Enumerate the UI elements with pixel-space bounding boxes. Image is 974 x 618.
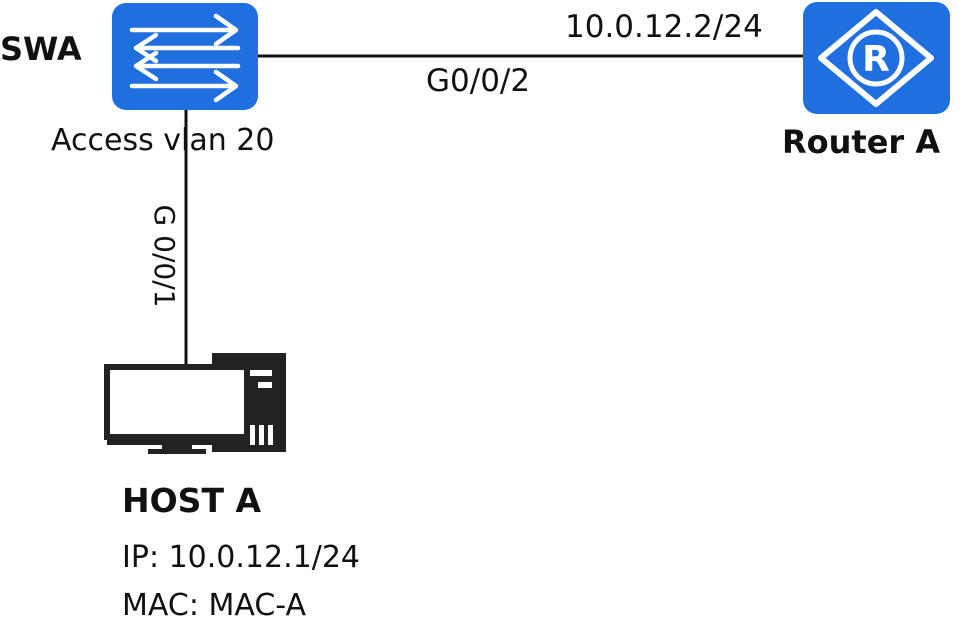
switch-port-mode-label: Access vlan 20 — [51, 123, 275, 158]
switch-name-label: SWA — [0, 30, 82, 68]
switch-icon — [112, 3, 258, 110]
router-link-port-label: G0/0/2 — [426, 63, 531, 99]
host-link-port-label: G 0/0/1 — [148, 204, 181, 308]
host-ip-label: IP: 10.0.12.1/24 — [122, 540, 360, 575]
host-mac-label: MAC: MAC-A — [122, 588, 306, 618]
router-ip-label: 10.0.12.2/24 — [565, 9, 763, 45]
computer-icon — [104, 353, 286, 454]
host-name-label: HOST A — [122, 481, 261, 520]
router-name-label: Router A — [782, 123, 941, 161]
svg-text:R: R — [862, 39, 890, 80]
router-icon: R — [803, 2, 950, 114]
